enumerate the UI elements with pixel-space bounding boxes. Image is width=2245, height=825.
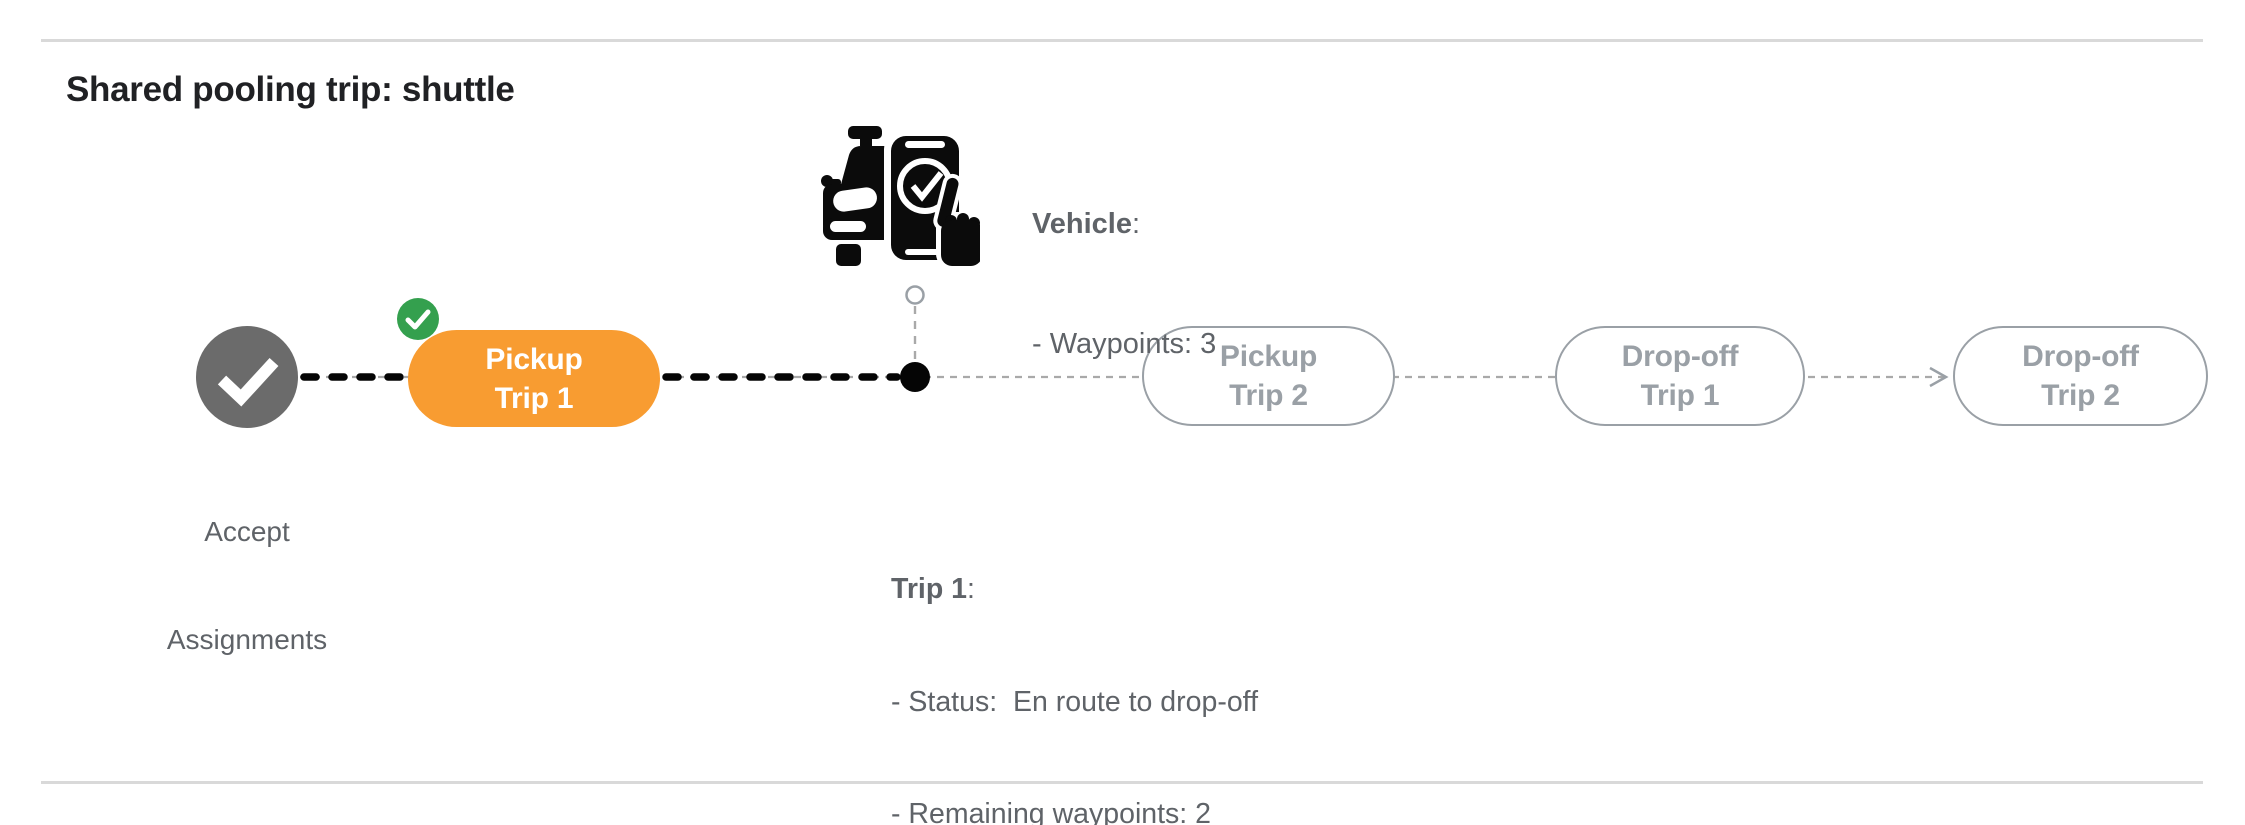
pill-label-line1: Pickup: [1219, 340, 1318, 373]
arrowhead-icon: [1929, 366, 1949, 388]
bottom-divider: [41, 781, 2203, 784]
robotaxi-phone-check-icon: [821, 126, 980, 268]
pill-label-line1: Drop-off: [2022, 340, 2139, 373]
vehicle-label: Vehicle: [1032, 208, 1132, 240]
vehicle-anchor-circle: [905, 285, 925, 305]
node-pickup-trip-1: Pickup Trip 1: [408, 330, 660, 427]
node-drop-off-trip-1: Drop-off Trip 1: [1555, 326, 1805, 426]
current-position-dot: [900, 362, 930, 392]
trip-1-waypoints-line: - Remaining waypoints: 2: [891, 798, 1211, 825]
trip-1-label: Trip 1: [891, 573, 968, 605]
pill-label-line2: Trip 1: [494, 381, 574, 415]
node-pickup-trip-2: Pickup Trip 2: [1142, 326, 1395, 426]
page-title: Shared pooling trip: shuttle: [66, 70, 515, 109]
pill-label-line2: Trip 1: [1640, 379, 1720, 412]
trip-1-heading: Trip 1:: [891, 571, 1258, 609]
vehicle-label-colon: :: [1131, 208, 1141, 240]
trip-1-colon: :: [967, 573, 975, 605]
node-accept-assignments: [196, 326, 298, 428]
accept-label-line1: Accept: [204, 516, 290, 547]
vehicle-waypoints-line: - Waypoints: 3: [1032, 328, 1217, 360]
vehicle-annotation-title: Vehicle:: [1032, 204, 1216, 244]
completed-badge: [397, 298, 439, 340]
pill-label-line1: Pickup: [485, 342, 583, 376]
check-icon: [217, 357, 279, 407]
node-accept-label: Accept Assignments: [97, 442, 397, 730]
check-circle-icon: [405, 309, 431, 330]
vehicle-annotation: Vehicle: - Waypoints: 3: [1032, 124, 1216, 444]
top-divider: [41, 39, 2203, 42]
node-drop-off-trip-2: Drop-off Trip 2: [1953, 326, 2208, 426]
pill-label-line1: Drop-off: [1621, 340, 1739, 373]
trip-status-annotation: Trip 1: - Status: En route to drop-off -…: [891, 496, 1258, 825]
pill-label-line2: Trip 2: [1229, 379, 1308, 412]
pill-label-line2: Trip 2: [2041, 379, 2120, 412]
trip-1-status-line: - Status: En route to drop-off: [891, 685, 1259, 718]
accept-label-line2: Assignments: [166, 624, 328, 655]
